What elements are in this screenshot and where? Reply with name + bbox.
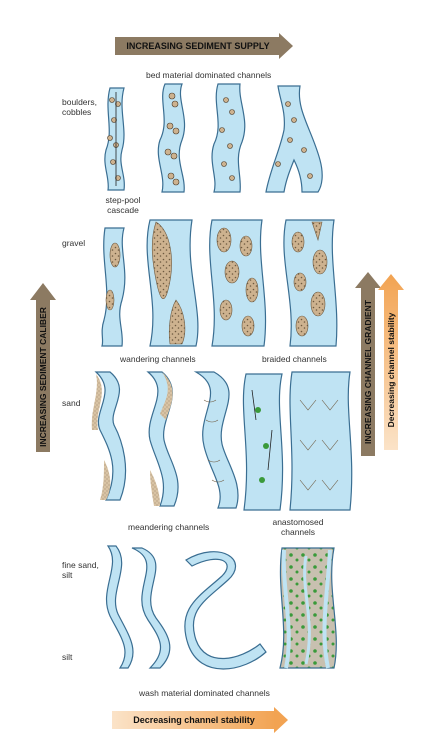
channel-anastomosed — [279, 547, 337, 669]
channel-fine-1 — [105, 545, 134, 669]
caption-step-pool: step-pool cascade — [103, 195, 143, 215]
channel-sand-1 — [91, 371, 127, 501]
caption-braided: braided channels — [262, 354, 327, 364]
channel-fine-2 — [131, 547, 171, 669]
caption-anastomosed-text: anastomosed channels — [272, 517, 324, 537]
channel-sand-2 — [146, 371, 179, 507]
channel-gravel-2 — [146, 219, 199, 347]
caption-bed-material: bed material dominated channels — [146, 70, 272, 80]
sediment-supply-label: INCREASING SEDIMENT SUPPLY — [126, 41, 270, 51]
channel-gravel-3 — [209, 219, 267, 347]
channel-boulder-3 — [211, 83, 246, 193]
caption-anastomosed: anastomosed channels — [268, 517, 328, 537]
caption-wash-material: wash material dominated channels — [139, 688, 270, 698]
row-label-sand: sand — [62, 398, 81, 408]
channel-step-pool — [104, 87, 125, 191]
channel-sand-3 — [193, 371, 239, 509]
channel-gravel-4 — [283, 219, 338, 347]
row-label-boulders: boulders, cobbles — [62, 97, 97, 117]
channel-sand-4 — [242, 373, 284, 511]
channel-stability-label-bottom: Decreasing channel stability — [133, 715, 255, 725]
row-label-fine-sand-text: fine sand, silt — [62, 560, 99, 580]
row-label-boulders-text: boulders, cobbles — [62, 97, 97, 117]
channel-sand-5 — [289, 371, 353, 511]
channel-boulder-2 — [157, 83, 186, 193]
channel-fine-3 — [184, 551, 267, 670]
channel-boulder-4 — [265, 85, 323, 193]
sediment-supply-arrow: INCREASING SEDIMENT SUPPLY — [115, 33, 293, 59]
caption-meandering: meandering channels — [128, 522, 210, 532]
channel-gravel-1 — [101, 227, 126, 347]
row-label-fine-sand: fine sand, silt — [62, 560, 99, 580]
caption-step-pool-text: step-pool cascade — [105, 195, 141, 215]
row-label-silt: silt — [62, 652, 73, 662]
row-label-gravel: gravel — [62, 238, 86, 248]
caption-wandering: wandering channels — [120, 354, 196, 364]
channel-stability-arrow-bottom: Decreasing channel stability — [112, 707, 288, 733]
